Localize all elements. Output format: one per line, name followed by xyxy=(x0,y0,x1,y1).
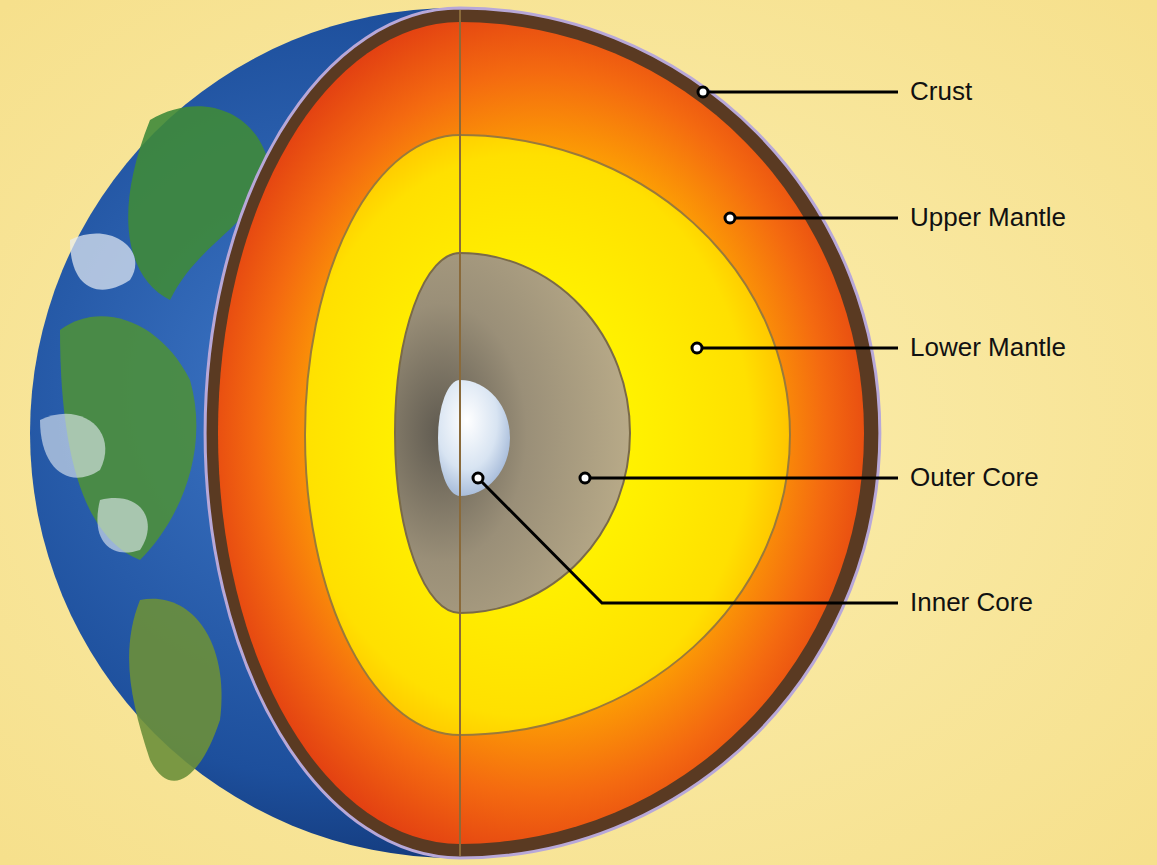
layer-label: Outer Core xyxy=(910,463,1039,493)
leader-lines xyxy=(478,92,898,603)
layer-label: Lower Mantle xyxy=(910,333,1066,363)
layer-label: Crust xyxy=(910,77,972,107)
layer-label: Upper Mantle xyxy=(910,203,1066,233)
layer-label: Inner Core xyxy=(910,588,1033,618)
leader-dots xyxy=(473,87,735,483)
